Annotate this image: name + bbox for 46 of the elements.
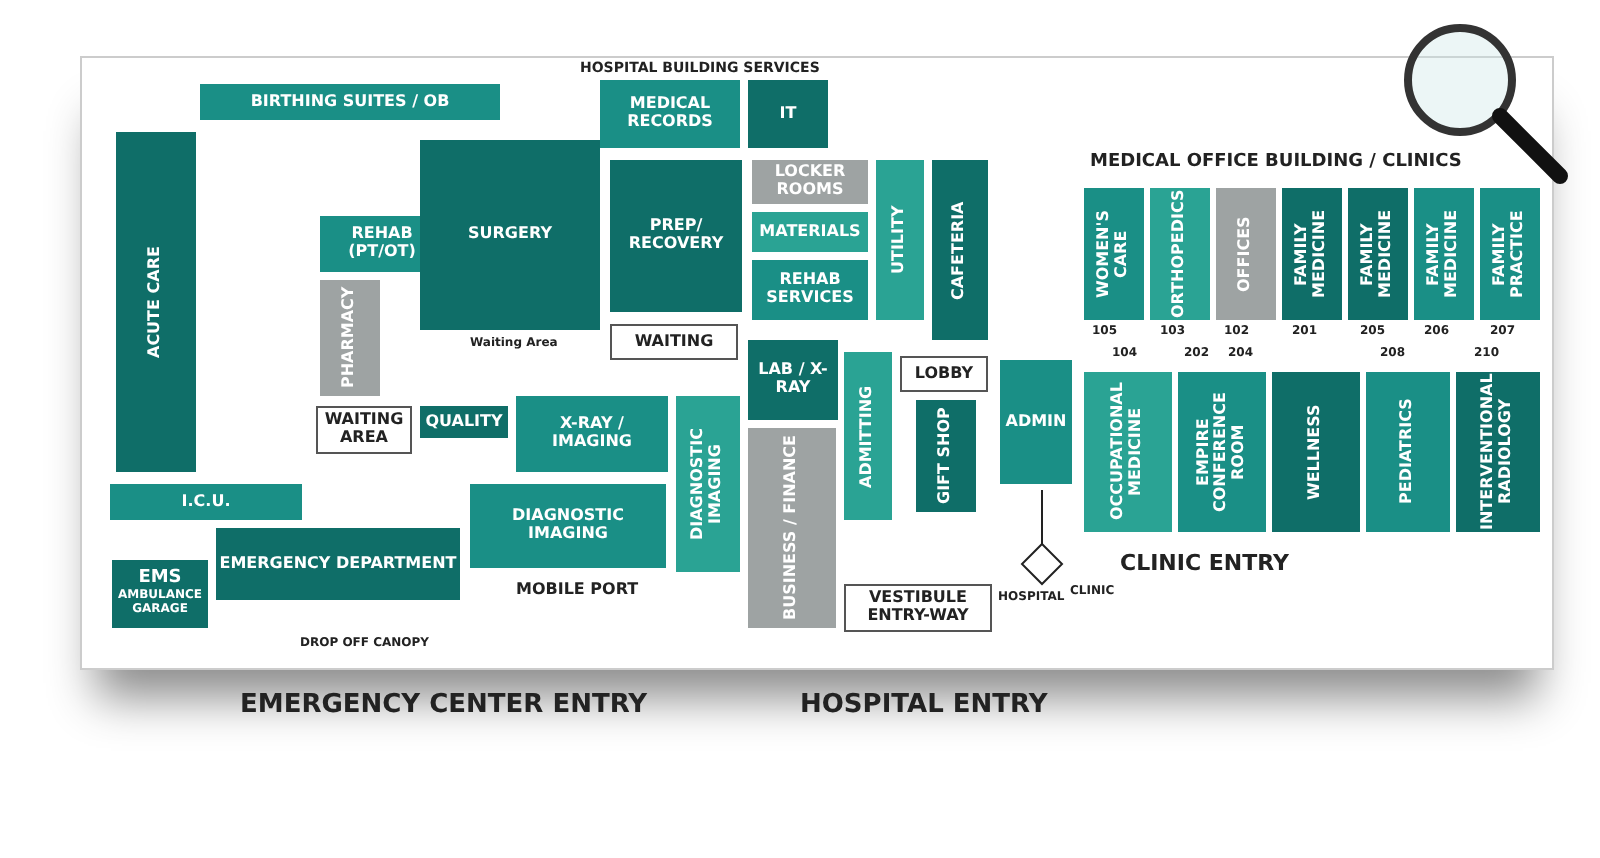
room: PHARMACY xyxy=(320,280,380,396)
room: BUSINESS / FINANCE xyxy=(748,428,836,628)
section-heading: MEDICAL OFFICE BUILDING / CLINICS xyxy=(1090,152,1462,172)
room: WOMEN'S CARE xyxy=(1084,188,1144,320)
room: FAMILY MEDICINE xyxy=(1348,188,1408,320)
room: UTILITY xyxy=(876,160,924,320)
room: IT xyxy=(748,80,828,148)
room: REHAB SERVICES xyxy=(752,260,868,320)
room: WELLNESS xyxy=(1272,372,1360,532)
room: FAMILY MEDICINE xyxy=(1282,188,1342,320)
room: X-RAY / IMAGING xyxy=(516,396,668,472)
room: QUALITY xyxy=(420,406,508,438)
room: WAITING xyxy=(610,324,738,360)
room: EMPIRE CONFERENCE ROOM xyxy=(1178,372,1266,532)
room: BIRTHING SUITES / OB xyxy=(200,84,500,120)
entry-heading: EMERGENCY CENTER ENTRY xyxy=(240,690,648,720)
room: INTERVENTIONAL RADIOLOGY xyxy=(1456,372,1540,532)
room: SURGERY xyxy=(420,140,600,330)
room: FAMILY PRACTICE xyxy=(1480,188,1540,320)
room: EMERGENCY DEPARTMENT xyxy=(216,528,460,600)
room: ADMITTING xyxy=(844,352,892,520)
entry-heading: HOSPITAL ENTRY xyxy=(800,690,1048,720)
room: WAITING AREA xyxy=(316,406,412,454)
room: PREP/ RECOVERY xyxy=(610,160,742,312)
entry-heading: CLINIC ENTRY xyxy=(1120,550,1289,576)
room: MATERIALS xyxy=(752,212,868,252)
room: LOCKER ROOMS xyxy=(752,160,868,204)
room: DIAGNOSTIC IMAGING xyxy=(470,484,666,568)
room: VESTIBULE ENTRY-WAY xyxy=(844,584,992,632)
room: OCCUPATIONAL MEDICINE xyxy=(1084,372,1172,532)
room: GIFT SHOP xyxy=(916,400,976,512)
entry-label: MOBILE PORT xyxy=(516,580,639,598)
room: PEDIATRICS xyxy=(1366,372,1450,532)
room xyxy=(112,560,208,628)
room-label: EMS xyxy=(138,570,182,589)
room: LAB / X-RAY xyxy=(748,340,838,420)
room: FAMILY MEDICINE xyxy=(1414,188,1474,320)
room: ADMIN xyxy=(1000,360,1072,484)
room: ORTHOPEDICS xyxy=(1150,188,1210,320)
room: LOBBY xyxy=(900,356,988,392)
room: ACUTE CARE xyxy=(116,132,196,472)
room: DIAGNOSTIC IMAGING xyxy=(676,396,740,572)
room: I.C.U. xyxy=(110,484,302,520)
room: OFFICES xyxy=(1216,188,1276,320)
room: MEDICAL RECORDS xyxy=(600,80,740,148)
room: CAFETERIA xyxy=(932,160,988,340)
